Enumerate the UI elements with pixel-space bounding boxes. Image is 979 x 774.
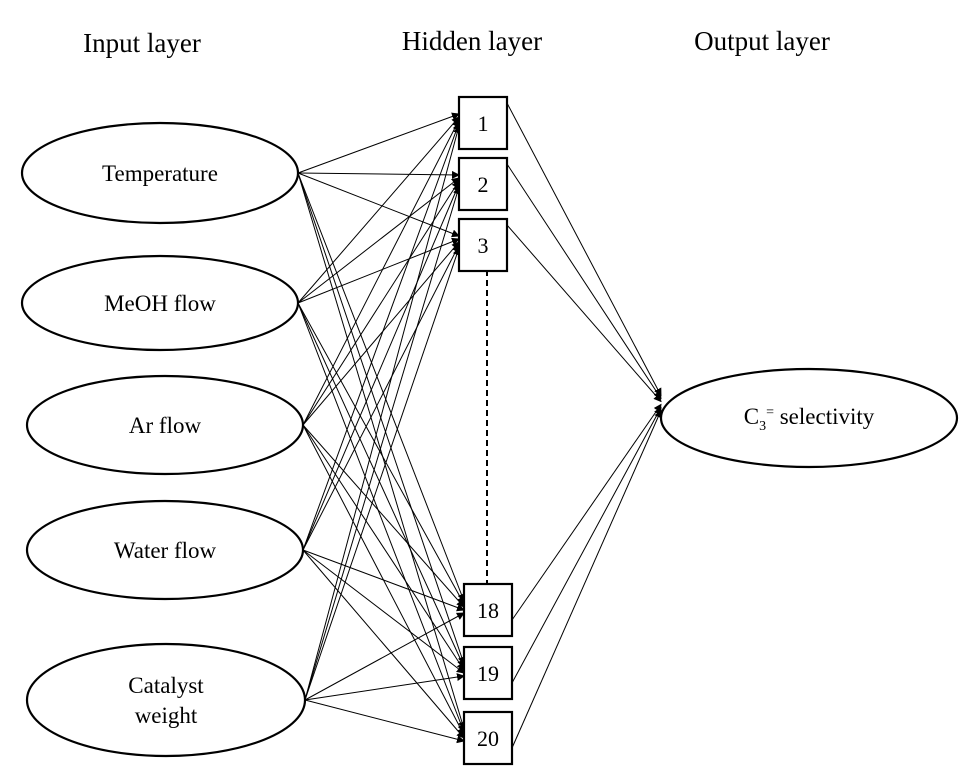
edge-input-5-to-hidden-3 bbox=[304, 247, 461, 701]
edge-input-2-to-hidden-19 bbox=[297, 302, 465, 668]
edge-input-5-to-hidden-2 bbox=[304, 186, 461, 701]
edge-input-4-to-hidden-18 bbox=[302, 549, 465, 612]
input-label: weight bbox=[135, 703, 198, 728]
output-suffix: selectivity bbox=[774, 404, 875, 429]
edge-input-1-to-hidden-20 bbox=[297, 172, 466, 730]
hidden-nodes: 1 2 3 18 19 20 bbox=[457, 95, 514, 766]
edge-input-1-to-hidden-1 bbox=[297, 112, 460, 174]
edge-input-5-to-hidden-18 bbox=[304, 612, 465, 701]
edge-input-2-to-hidden-18 bbox=[297, 302, 465, 605]
edge-input-5-to-hidden-20 bbox=[304, 699, 465, 744]
input-label: Catalyst bbox=[128, 673, 204, 698]
hidden-box bbox=[457, 217, 509, 273]
hidden-label: 3 bbox=[478, 233, 489, 258]
hidden-node-18: 18 bbox=[462, 582, 514, 638]
input-ellipse bbox=[25, 374, 305, 476]
edge-input-4-to-hidden-20 bbox=[302, 549, 465, 739]
edge-input-5-to-hidden-1 bbox=[304, 125, 462, 701]
output-prefix: C bbox=[744, 404, 759, 429]
edge-hidden-3-to-output bbox=[506, 224, 662, 403]
edge-input-5-to-hidden-19 bbox=[304, 673, 465, 701]
output-label: C3= selectivity bbox=[744, 404, 875, 434]
input-node-temperature: Temperature bbox=[20, 121, 300, 225]
edge-input-3-to-hidden-1 bbox=[302, 119, 460, 426]
output-ellipse bbox=[659, 367, 959, 469]
output-subscript: 3 bbox=[759, 419, 766, 434]
edge-input-4-to-hidden-1 bbox=[302, 122, 461, 551]
edge-input-1-to-hidden-18 bbox=[297, 172, 466, 602]
edge-input-3-to-hidden-18 bbox=[302, 424, 465, 608]
input-ellipse bbox=[25, 642, 307, 758]
hidden-layer-title: Hidden layer bbox=[402, 26, 542, 56]
hidden-label: 20 bbox=[477, 726, 499, 751]
edge-input-2-to-hidden-20 bbox=[297, 302, 466, 733]
input-node-meoh-flow: MeOH flow bbox=[20, 254, 300, 352]
hidden-label: 18 bbox=[477, 598, 499, 623]
hidden-box bbox=[462, 582, 514, 638]
input-ellipse bbox=[20, 121, 300, 225]
edge-hidden-18-to-output bbox=[511, 403, 662, 621]
edge-input-4-to-hidden-2 bbox=[302, 183, 460, 551]
edge-input-2-to-hidden-1 bbox=[297, 116, 460, 304]
connections bbox=[297, 102, 662, 749]
hidden-label: 1 bbox=[478, 111, 489, 136]
output-node: C3= selectivity bbox=[659, 367, 959, 469]
input-node-water-flow: Water flow bbox=[25, 499, 305, 601]
input-ellipse bbox=[25, 499, 305, 601]
edge-input-4-to-hidden-19 bbox=[302, 549, 465, 674]
edge-input-2-to-hidden-3 bbox=[297, 237, 460, 304]
edge-hidden-1-to-output bbox=[506, 102, 662, 397]
hidden-node-2: 2 bbox=[457, 156, 509, 212]
hidden-box bbox=[457, 95, 509, 151]
edge-input-1-to-hidden-2 bbox=[297, 170, 460, 179]
input-label: MeOH flow bbox=[104, 291, 216, 316]
input-node-catalyst-weight: Catalyst weight bbox=[25, 642, 307, 758]
input-layer-title: Input layer bbox=[83, 28, 201, 58]
input-label: Water flow bbox=[114, 538, 217, 563]
hidden-box bbox=[462, 645, 514, 701]
edge-input-2-to-hidden-2 bbox=[297, 177, 460, 304]
input-node-ar-flow: Ar flow bbox=[25, 374, 305, 476]
hidden-node-3: 3 bbox=[457, 217, 509, 273]
edge-input-3-to-hidden-2 bbox=[302, 180, 460, 426]
hidden-box bbox=[462, 710, 514, 766]
output-superscript: = bbox=[766, 405, 774, 420]
edge-input-3-to-hidden-19 bbox=[302, 424, 465, 671]
input-ellipse bbox=[20, 254, 300, 352]
hidden-node-19: 19 bbox=[462, 645, 514, 701]
hidden-node-20: 20 bbox=[462, 710, 514, 766]
hidden-label: 19 bbox=[477, 661, 499, 686]
edge-hidden-20-to-output bbox=[511, 409, 662, 749]
input-label: Ar flow bbox=[129, 413, 202, 438]
input-label: Temperature bbox=[102, 161, 218, 186]
hidden-label: 2 bbox=[478, 172, 489, 197]
edge-input-4-to-hidden-3 bbox=[302, 244, 460, 551]
hidden-node-1: 1 bbox=[457, 95, 509, 151]
output-layer-title: Output layer bbox=[694, 26, 830, 56]
edge-input-1-to-hidden-3 bbox=[297, 172, 460, 238]
hidden-box bbox=[457, 156, 509, 212]
edge-hidden-2-to-output bbox=[506, 163, 662, 400]
edge-hidden-19-to-output bbox=[511, 406, 662, 684]
